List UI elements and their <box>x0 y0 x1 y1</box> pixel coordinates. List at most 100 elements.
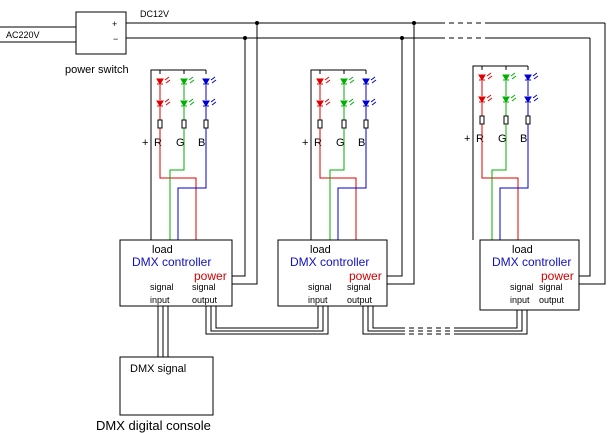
led-icon <box>180 76 195 85</box>
load-label: load <box>152 244 173 256</box>
red-channel-wire <box>481 124 519 240</box>
led-rays <box>510 72 517 80</box>
common-anode-wire <box>472 65 528 240</box>
channel-label-g: G <box>176 137 185 149</box>
common-anode-wire <box>310 69 366 240</box>
dmx-link-cable <box>362 306 400 335</box>
dmx-console-box <box>119 356 214 416</box>
power-plus-wire <box>579 23 606 285</box>
dmx-console-caption: DMX digital console <box>96 418 211 433</box>
led-icon <box>478 94 493 103</box>
led-icon <box>524 72 539 81</box>
dmx-link-cable <box>458 310 518 329</box>
dmx-link-cable <box>205 306 329 335</box>
red-channel-wire <box>159 128 197 240</box>
power-plus-wire <box>387 23 415 285</box>
signal-output-label-1: signal <box>192 282 216 292</box>
red-channel-wire <box>319 128 357 240</box>
blue-channel-wire <box>177 128 207 240</box>
power-minus-wire <box>232 38 246 277</box>
channel-label-plus: + <box>302 137 308 149</box>
resistor-icon <box>479 115 485 125</box>
dmx-link-cable <box>215 306 319 329</box>
dc-bus <box>126 21 605 40</box>
led-rays <box>188 76 195 84</box>
led-rays <box>188 98 195 106</box>
controller-title: DMX controller <box>290 255 369 269</box>
power-switch: AC220V + − power switch DC12V <box>0 9 169 76</box>
load-label: load <box>310 244 331 256</box>
led-icon <box>524 94 539 103</box>
channel-label-r: R <box>476 133 484 145</box>
dmx-link-cable <box>458 310 523 332</box>
channel-label-g: G <box>336 137 345 149</box>
channel-label-b: B <box>358 137 365 149</box>
channel-label-r: R <box>154 137 162 149</box>
signal-output-label-2: output <box>539 295 565 305</box>
led-triangle <box>180 78 188 85</box>
led-icon <box>180 98 195 107</box>
led-rays <box>486 72 493 80</box>
channel-label-b: B <box>198 137 205 149</box>
led-triangle <box>156 100 164 107</box>
green-channel-wire <box>491 124 507 240</box>
signal-output-label-2: output <box>347 295 373 305</box>
led-icon <box>362 98 377 107</box>
led-triangle <box>362 78 370 85</box>
channel-label-g: G <box>498 133 507 145</box>
power-minus-label: − <box>113 34 118 44</box>
led-triangle <box>340 100 348 107</box>
led-rays <box>510 94 517 102</box>
led-icon <box>502 94 517 103</box>
led-rays <box>210 98 217 106</box>
led-icon <box>340 76 355 85</box>
signal-input-label-2: input <box>150 295 170 305</box>
channel-label-b: B <box>520 133 527 145</box>
led-icon <box>202 76 217 85</box>
led-rays <box>348 76 355 84</box>
dmx-link-cable <box>210 306 324 332</box>
resistor-icon <box>341 119 347 129</box>
led-triangle <box>362 100 370 107</box>
led-triangle <box>524 74 532 81</box>
resistor-icon <box>203 119 209 129</box>
load-label: load <box>512 244 533 256</box>
led-rays <box>210 76 217 84</box>
led-icon <box>502 72 517 81</box>
led-triangle <box>316 100 324 107</box>
power-label: power <box>349 269 382 283</box>
led-rays <box>370 76 377 84</box>
led-rays <box>324 98 331 106</box>
ac-input-label: AC220V <box>6 30 40 40</box>
dc12v-label: DC12V <box>140 9 169 19</box>
led-rays <box>164 98 171 106</box>
power-minus-wire <box>579 38 591 277</box>
dmx-controller-box <box>119 239 233 307</box>
led-triangle <box>524 96 532 103</box>
dmx-console-label: DMX signal <box>130 363 186 375</box>
led-triangle <box>478 96 486 103</box>
led-triangle <box>502 96 510 103</box>
resistor-icon <box>363 119 369 129</box>
resistor-icon <box>525 115 531 125</box>
led-triangle <box>340 78 348 85</box>
green-channel-wire <box>329 128 345 240</box>
power-switch-caption: power switch <box>65 64 129 76</box>
led-icon <box>156 98 171 107</box>
signal-output-label-2: output <box>192 295 218 305</box>
led-icon <box>362 76 377 85</box>
signal-input-label-2: input <box>308 295 328 305</box>
dmx-link-cable <box>372 306 400 329</box>
resistor-icon <box>317 119 323 129</box>
dmx-link-cable <box>458 310 528 335</box>
led-icon <box>156 76 171 85</box>
blue-channel-wire <box>337 128 367 240</box>
green-channel-wire <box>169 128 185 240</box>
dmx-controller-box <box>277 239 388 307</box>
resistor-icon <box>157 119 163 129</box>
